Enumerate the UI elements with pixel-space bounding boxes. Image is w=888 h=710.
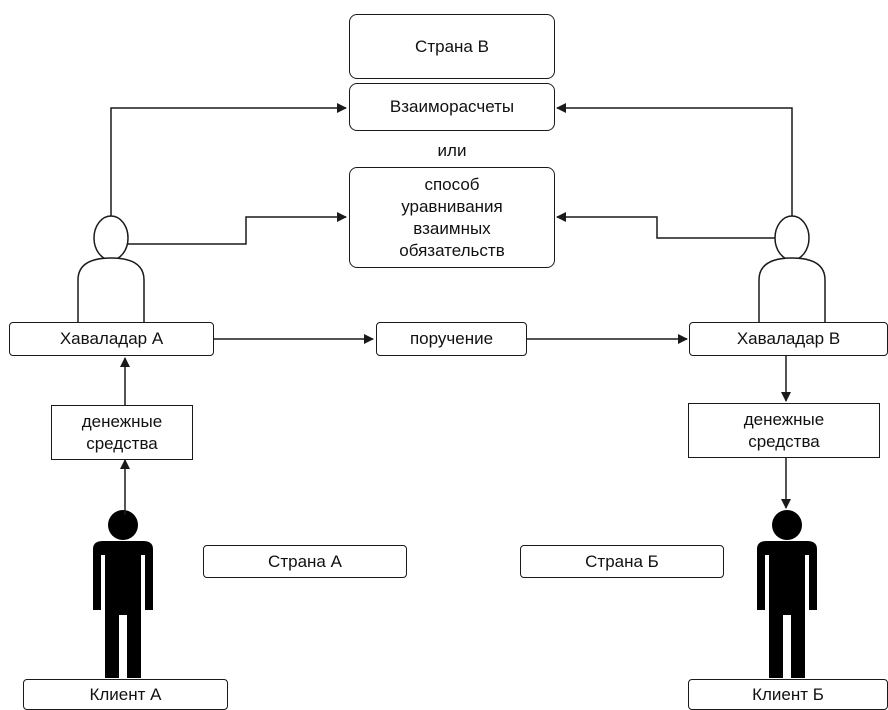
arrow-v-to-netting — [556, 212, 775, 239]
settlements-box: Взаиморасчеты — [349, 83, 555, 131]
country-b-box: Страна Б — [520, 545, 724, 578]
funds-right-box: денежные средства — [688, 403, 880, 458]
or-label: или — [437, 141, 467, 160]
country-a-box: Страна А — [203, 545, 407, 578]
hawaladar-v-label: Хаваладар В — [689, 322, 888, 356]
hawaladar-a-person-icon — [77, 215, 145, 322]
country-v-box: Страна В — [349, 14, 555, 79]
client-b-person-icon — [757, 510, 817, 678]
order-box: поручение — [376, 322, 527, 356]
client-b-label: Клиент Б — [688, 679, 888, 710]
hawaladar-a-label: Хаваладар А — [9, 322, 214, 356]
arrow-v-to-settlements — [556, 103, 793, 216]
client-a-person-icon — [93, 510, 153, 678]
client-a-label: Клиент А — [23, 679, 228, 710]
funds-left-box: денежные средства — [51, 405, 193, 460]
hawaladar-v-person-icon — [758, 215, 826, 322]
netting-box: способ уравнивания взаимных обязательств — [349, 167, 555, 268]
arrow-a-to-settlements — [110, 103, 347, 216]
arrow-a-to-netting — [128, 212, 347, 245]
